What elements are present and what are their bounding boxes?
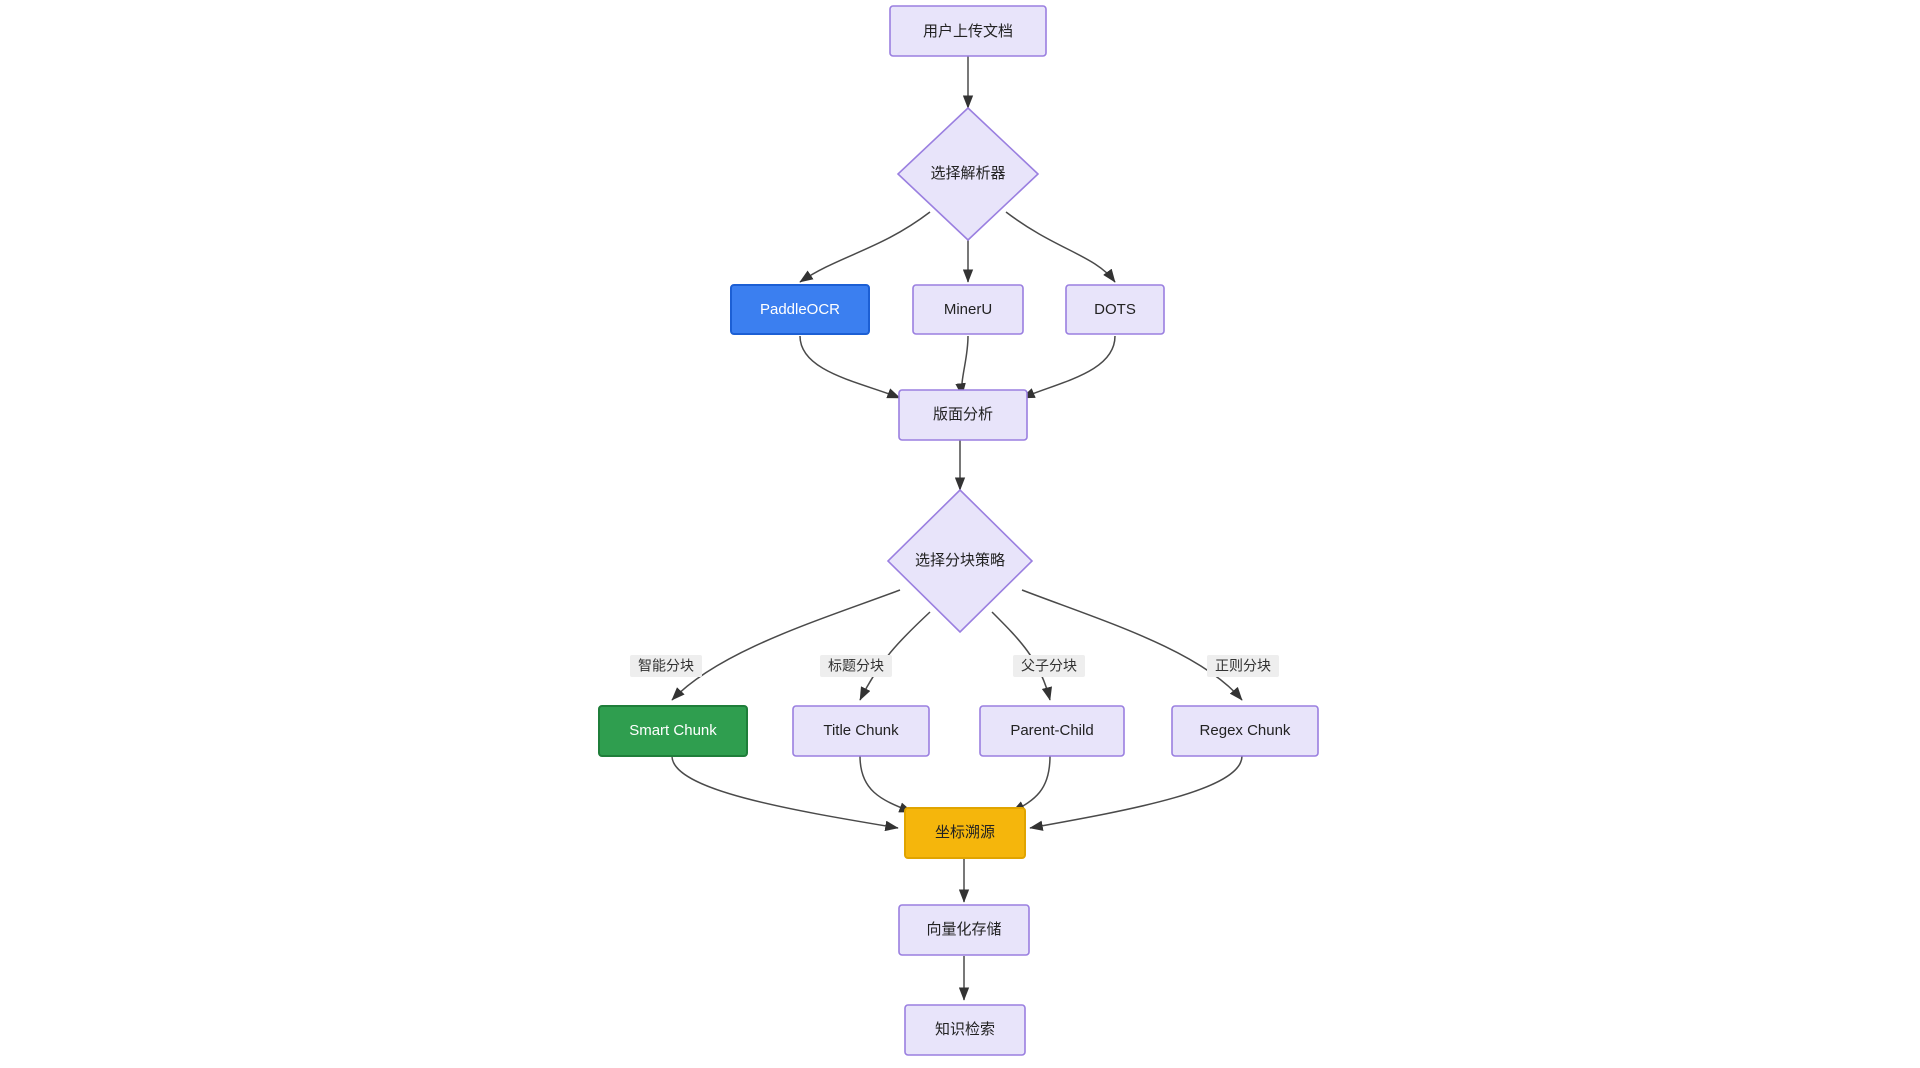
edge-choose-chunk-to-title-chunk <box>859 611 931 701</box>
edge-layer <box>671 56 1243 1001</box>
node-title-chunk[interactable]: Title Chunk <box>792 705 930 757</box>
node-coordinate-trace[interactable]: 坐标溯源 <box>904 807 1026 859</box>
node-upload[interactable]: 用户上传文档 <box>889 5 1047 57</box>
edge-title-chunk-to-coord-trace <box>859 755 913 813</box>
node-mineru[interactable]: MinerU <box>912 284 1024 335</box>
node-layer: 用户上传文档 选择解析器 PaddleOCR MinerU DOTS <box>598 5 1319 1056</box>
edge-choose-chunk-to-parent-child <box>991 611 1052 701</box>
edge-mineru-to-layout <box>955 335 969 397</box>
node-parent-child[interactable]: Parent-Child <box>979 705 1125 757</box>
edge-choose-chunk-to-regex-chunk <box>1021 589 1243 701</box>
edge-label-smart-chunk: 智能分块 <box>630 655 702 677</box>
edge-dots-to-layout <box>1021 335 1116 399</box>
node-dots[interactable]: DOTS <box>1065 284 1165 335</box>
node-knowledge-retrieval[interactable]: 知识检索 <box>904 1004 1026 1056</box>
edge-choose-parser-to-dots <box>1005 211 1116 283</box>
node-vector-store[interactable]: 向量化存储 <box>898 904 1030 956</box>
node-paddleocr[interactable]: PaddleOCR <box>730 284 870 335</box>
edge-paddleocr-to-layout <box>799 335 901 399</box>
edge-smart-chunk-to-coord-trace <box>671 755 899 832</box>
edge-label-parent-child: 父子分块 <box>1013 655 1085 677</box>
edge-choose-chunk-to-smart-chunk <box>671 589 901 701</box>
edge-label-regex-chunk: 正则分块 <box>1207 655 1279 677</box>
edge-regex-chunk-to-coord-trace <box>1029 755 1243 831</box>
edge-label-title-chunk: 标题分块 <box>820 655 892 677</box>
edge-label-layer: 智能分块 标题分块 父子分块 正则分块 <box>630 655 1279 677</box>
node-layout-analysis[interactable]: 版面分析 <box>898 389 1028 441</box>
node-choose-chunk-strategy[interactable]: 选择分块策略 <box>886 488 1034 634</box>
node-smart-chunk[interactable]: Smart Chunk <box>598 705 748 757</box>
node-regex-chunk[interactable]: Regex Chunk <box>1171 705 1319 757</box>
edge-parent-child-to-coord-trace <box>1011 755 1051 813</box>
edge-choose-parser-to-paddleocr <box>799 211 931 283</box>
